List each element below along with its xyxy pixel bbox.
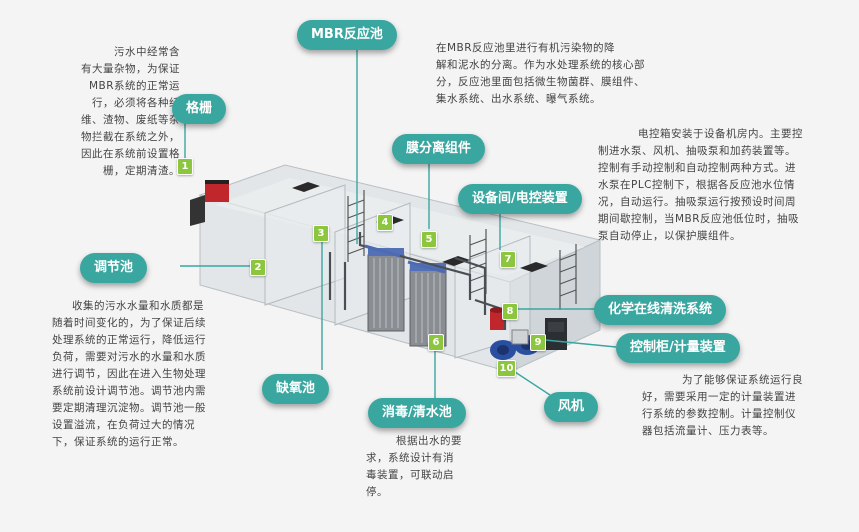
label-chemical-cleaning: 化学在线清洗系统 <box>594 295 727 325</box>
control-cabinet-description-line: 器包括流量计、压力表等。 <box>642 425 774 437</box>
regulating-description-line: 收集的污水水量和水质都是 <box>72 300 204 312</box>
marker-1: 1 <box>177 158 193 175</box>
grid-channel <box>190 195 205 226</box>
label-regulating: 调节池 <box>80 253 148 283</box>
grid-description-line: 行，必须将各种纤 <box>92 97 180 109</box>
control-cabinet-description-line: 好，需要采用一定的计量装置进 <box>642 391 796 403</box>
grid-description: 污水中经常含 有大量杂物，为保证 MBR系统的正常运 行，必须将各种纤 维、渣物… <box>50 44 180 180</box>
disinfection-description-line: 根据出水的要 <box>396 435 462 447</box>
label-blower: 风机 <box>544 392 599 422</box>
mbr-description-line: 解和泥水的分离。作为水处理系统的核心部 <box>436 59 645 71</box>
grid-description-line: MBR系统的正常运 <box>88 80 180 92</box>
regulating-description-line: 负荷，需要对污水的水量和水质 <box>52 351 206 363</box>
equipment-room-description-line: 水泵在PLC控制下，根据各反应池水位情 <box>598 179 796 191</box>
leader-blower <box>511 369 551 396</box>
marker-9: 9 <box>530 334 546 351</box>
regulating-description-line: 要定期清理沉淀物。调节池一般 <box>52 402 206 414</box>
control-cabinet-description-line: 为了能够保证系统运行良 <box>682 374 803 386</box>
regulating-description-line: 下，保证系统的运行正常。 <box>52 436 184 448</box>
grid-description-line: 物拦截在系统之外， <box>81 131 180 143</box>
mbr-description-line: 在MBR反应池里进行有机污染物的降 <box>436 42 616 54</box>
label-membrane: 膜分离组件 <box>392 134 486 164</box>
marker-7: 7 <box>500 251 516 268</box>
leader-control <box>544 339 617 348</box>
equipment-room-description-line: 期间歇控制，当MBR反应池低位时，抽吸 <box>598 213 800 225</box>
disinfection-description: 根据出水的要 求，系统设计有消 毒装置，可联动启 停。 <box>366 433 496 501</box>
marker-3: 3 <box>313 225 329 242</box>
grid-unit <box>205 182 229 202</box>
control-cabinet-description-line: 行系统的参数控制。计量控制仪 <box>642 408 796 420</box>
grid-description-line: 维、渣物、废纸等杂 <box>81 114 180 126</box>
regulating-description-line: 处理系统的正常运行，降低运行 <box>52 334 206 346</box>
marker-5: 5 <box>421 231 437 248</box>
grid-description-line: 因此在系统前设置格 <box>81 148 180 160</box>
regulating-description: 收集的污水水量和水质都是 随着时间变化的，为了保证后续 处理系统的正常运行，降低… <box>52 298 257 451</box>
marker-6: 6 <box>428 334 444 351</box>
equipment-room-description: 电控箱安装于设备机房内。主要控 制进水泵、风机、抽吸泵和加药装置等。 控制有手动… <box>598 126 848 245</box>
regulating-description-line: 设置溢流，在负荷过大的情况 <box>52 419 195 431</box>
equipment-room-description-line: 电控箱安装于设备机房内。主要控 <box>638 128 803 140</box>
control-cabinet-description: 为了能够保证系统运行良 好，需要采用一定的计量装置进 行系统的参数控制。计量控制… <box>642 372 847 440</box>
grid-description-line: 有大量杂物，为保证 <box>81 63 180 75</box>
marker-2: 2 <box>250 259 266 276</box>
label-mbr: MBR反应池 <box>297 20 397 50</box>
regulating-description-line: 系统前设计调节池。调节池内需 <box>52 385 206 397</box>
equipment-room-description-line: 控制有手动控制和自动控制两种方式。进 <box>598 162 796 174</box>
mbr-description: 在MBR反应池里进行有机污染物的降 解和泥水的分离。作为水处理系统的核心部 分，… <box>436 40 676 108</box>
blue-pipework <box>364 244 446 274</box>
regulating-description-line: 随着时间变化的，为了保证后续 <box>52 317 206 329</box>
disinfection-description-line: 毒装置，可联动启 <box>366 469 454 481</box>
grid-description-line: 栅，定期清渣。 <box>103 165 180 177</box>
marker-8: 8 <box>502 303 518 320</box>
mbr-description-line: 分，反应池里面包括微生物菌群、膜组件、 <box>436 76 645 88</box>
marker-4: 4 <box>377 214 393 231</box>
label-grid: 格栅 <box>172 94 227 124</box>
equipment-room-description-line: 制进水泵、风机、抽吸泵和加药装置等。 <box>598 145 796 157</box>
equipment-room-description-line: 泵自动停止，以保护膜组件。 <box>598 230 741 242</box>
disinfection-description-line: 求，系统设计有消 <box>366 452 454 464</box>
grid-unit-top <box>205 180 229 184</box>
grid-description-line: 污水中经常含 <box>114 46 180 58</box>
regulating-description-line: 进行调节，因此在进入生物处理 <box>52 368 206 380</box>
label-anoxic: 缺氧池 <box>262 374 330 404</box>
label-equipment-room: 设备间/电控装置 <box>458 184 582 214</box>
ladders <box>347 190 577 310</box>
label-disinfection: 消毒/清水池 <box>368 398 466 428</box>
label-control-cabinet: 控制柜/计量装置 <box>616 333 740 363</box>
marker-10: 10 <box>497 360 516 377</box>
pipework <box>328 232 507 330</box>
disinfection-description-line: 停。 <box>366 486 388 498</box>
mbr-description-line: 集水系统、出水系统、曝气系统。 <box>436 93 601 105</box>
equipment-room-description-line: 况，自动运行。抽吸泵运行按预设时间周 <box>598 196 796 208</box>
